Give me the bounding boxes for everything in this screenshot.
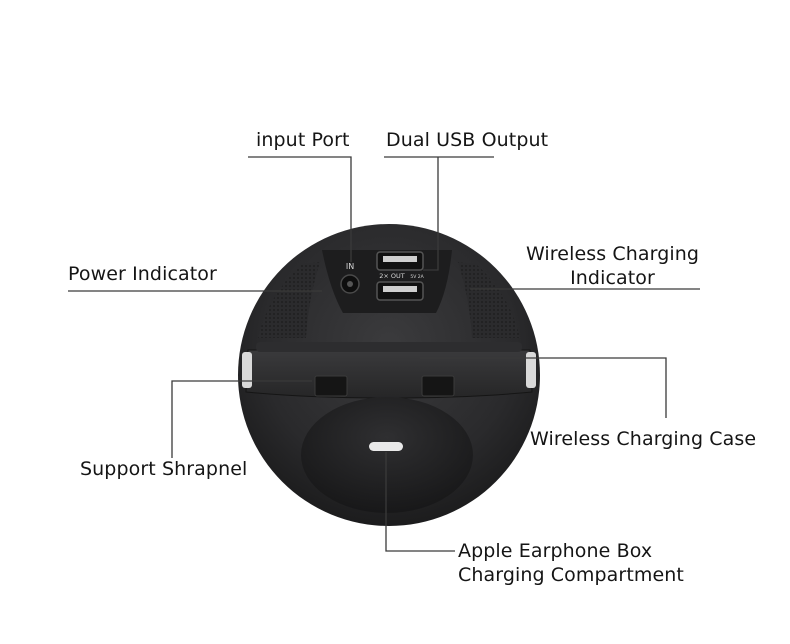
left-shrapnel bbox=[314, 375, 348, 397]
label-wireless-charging-case: Wireless Charging Case bbox=[530, 428, 757, 450]
right-side-clip bbox=[526, 352, 536, 388]
tray-lip bbox=[256, 342, 522, 352]
leader-lines bbox=[68, 156, 700, 552]
leader-dual-usb bbox=[384, 156, 494, 271]
wireless-charging-tray bbox=[245, 349, 533, 399]
out-marking: 2× OUT bbox=[379, 272, 405, 280]
out-rating: 5V 2A bbox=[410, 274, 424, 280]
label-earphone-line2: Charging Compartment bbox=[458, 564, 684, 586]
label-wireless-indicator-line2: Indicator bbox=[570, 267, 655, 289]
earphone-charging-indicator bbox=[369, 442, 403, 451]
label-input-port: input Port bbox=[256, 129, 350, 151]
leader-earphone bbox=[385, 452, 455, 552]
leader-wireless-case bbox=[420, 357, 667, 418]
earphone-compartment bbox=[301, 397, 473, 513]
label-power-indicator: Power Indicator bbox=[68, 263, 217, 285]
label-wireless-charging-indicator: Wireless Charging Indicator bbox=[515, 242, 710, 290]
label-earphone-line1: Apple Earphone Box bbox=[458, 540, 653, 562]
right-shrapnel bbox=[421, 375, 455, 397]
in-marking: IN bbox=[346, 262, 354, 271]
leader-support-shrapnel bbox=[171, 380, 312, 458]
charger-device: IN 2× OUT 5V 2A bbox=[238, 224, 540, 526]
label-support-shrapnel: Support Shrapnel bbox=[80, 458, 248, 480]
usb-port-top-tongue bbox=[383, 256, 417, 262]
left-side-clip bbox=[242, 352, 252, 388]
label-earphone-compartment: Apple Earphone Box Charging Compartment bbox=[458, 539, 684, 587]
input-port-pin bbox=[347, 281, 353, 287]
left-vent-grille bbox=[258, 262, 320, 338]
label-dual-usb-output: Dual USB Output bbox=[386, 129, 549, 151]
leader-input-port bbox=[248, 156, 352, 262]
usb-port-bottom-tongue bbox=[383, 286, 417, 292]
right-vent-grille bbox=[458, 262, 520, 338]
label-wireless-indicator-line1: Wireless Charging bbox=[525, 243, 700, 265]
